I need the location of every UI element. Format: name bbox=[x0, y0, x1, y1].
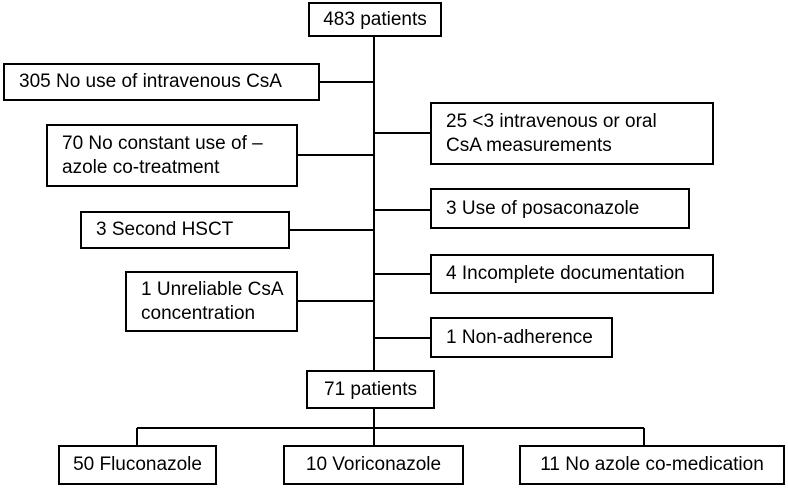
exclusion-label-line-2: azole co-treatment bbox=[62, 156, 220, 178]
exclusion-label-line-1: 25 <3 intravenous or oral bbox=[446, 110, 657, 132]
exclusion-label-line-2: CsA measurements bbox=[446, 134, 612, 156]
exclusion-box-right-2: 3 Use of posaconazole bbox=[430, 188, 690, 229]
exclusion-label: 3 Second HSCT bbox=[96, 219, 234, 240]
group-box-no-azole: 11 No azole co-medication bbox=[519, 445, 785, 485]
start-box-label: 483 patients bbox=[323, 8, 427, 30]
exclusion-label: 1 Non-adherence bbox=[446, 326, 593, 348]
exclusion-label-line-1: 1 Unreliable CsA bbox=[141, 278, 284, 300]
result-box-label: 71 patients bbox=[324, 378, 417, 400]
exclusion-label-line-1: 70 No constant use of – bbox=[62, 132, 263, 154]
group-box-voriconazole: 10 Voriconazole bbox=[283, 445, 464, 485]
group-label: 11 No azole co-medication bbox=[540, 454, 764, 475]
exclusion-label-line-2: concentration bbox=[141, 302, 256, 324]
result-box: 71 patients bbox=[306, 370, 435, 409]
exclusion-label: 305 No use of intravenous CsA bbox=[19, 71, 282, 92]
exclusion-label: 4 Incomplete documentation bbox=[446, 263, 685, 284]
exclusion-box-right-1: 25 <3 intravenous or oral CsA measuremen… bbox=[430, 102, 714, 165]
exclusion-box-right-3: 4 Incomplete documentation bbox=[430, 254, 714, 294]
exclusion-box-left-1: 305 No use of intravenous CsA bbox=[3, 63, 320, 101]
group-label: 50 Fluconazole bbox=[73, 454, 202, 475]
exclusion-box-left-4: 1 Unreliable CsA concentration bbox=[125, 271, 298, 332]
exclusion-box-right-4: 1 Non-adherence bbox=[430, 317, 613, 358]
start-box: 483 patients bbox=[308, 2, 442, 37]
exclusion-label: 3 Use of posaconazole bbox=[446, 197, 640, 219]
group-label: 10 Voriconazole bbox=[305, 454, 442, 475]
exclusion-box-left-2: 70 No constant use of – azole co-treatme… bbox=[46, 124, 298, 187]
exclusion-box-left-3: 3 Second HSCT bbox=[80, 211, 290, 249]
group-box-fluconazole: 50 Fluconazole bbox=[58, 445, 217, 485]
